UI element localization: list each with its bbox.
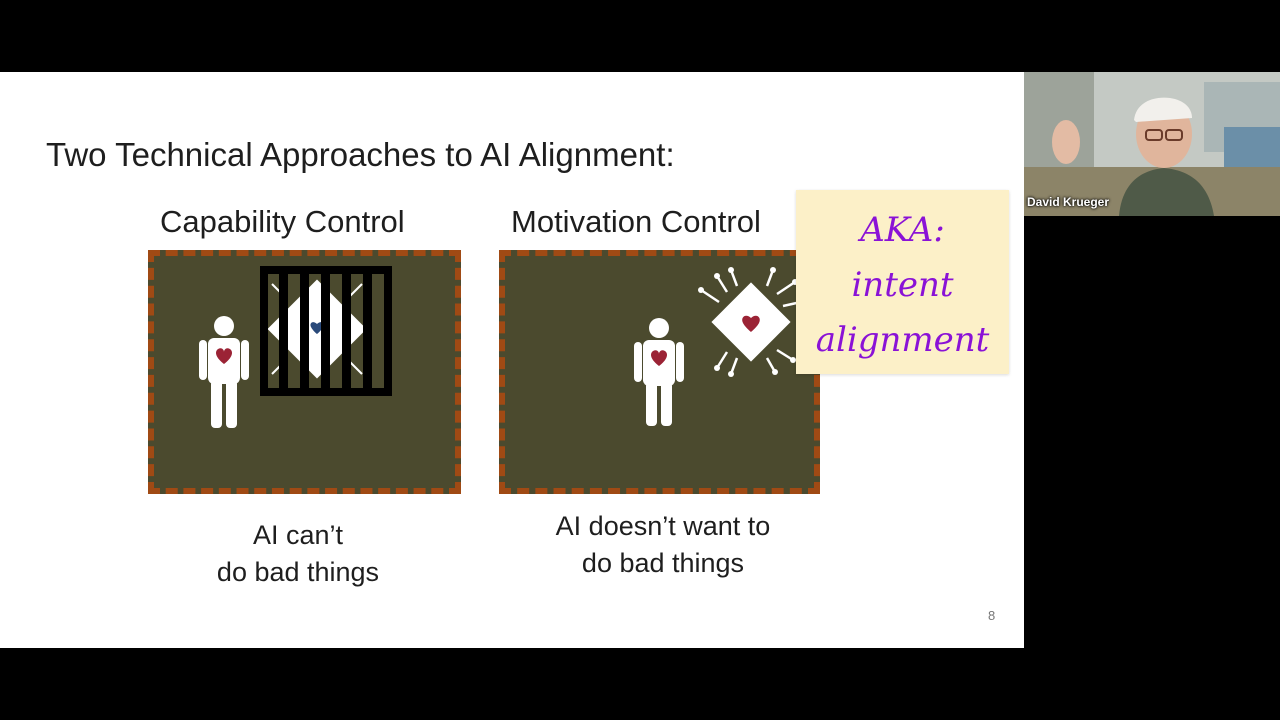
motivation-control-caption: AI doesn’t want to do bad things [500,508,826,582]
capability-control-caption: AI can’t do bad things [148,517,448,591]
caption-line: do bad things [216,557,380,587]
person-icon [199,316,249,428]
ai-chip-icon [698,267,802,377]
slide-title: Two Technical Approaches to AI Alignment… [46,136,675,173]
participant-name: David Krueger [1027,195,1110,209]
heart-icon [651,350,667,366]
caption-line: do bad things [581,548,745,578]
sticky-note-annotation: AKA: intent alignment [796,190,1009,374]
participant-video-tile[interactable]: David Krueger [1024,72,1280,216]
panel-heading-capability-control: Capability Control [160,204,405,239]
sticky-note-line: alignment [815,320,990,360]
sticky-note-line: AKA: [860,210,945,250]
jail-bars-icon [260,266,392,396]
participant-video-frame [1024,72,1280,216]
heart-icon [216,348,232,364]
capability-control-panel [148,250,461,494]
caption-line: AI can’t [252,520,344,550]
slide-number: 8 [988,608,996,623]
person-icon [634,318,684,426]
motivation-control-panel [499,250,820,494]
panel-heading-motivation-control: Motivation Control [511,204,761,239]
caption-line: AI doesn’t want to [555,511,771,541]
sticky-note-line: intent [851,265,954,305]
